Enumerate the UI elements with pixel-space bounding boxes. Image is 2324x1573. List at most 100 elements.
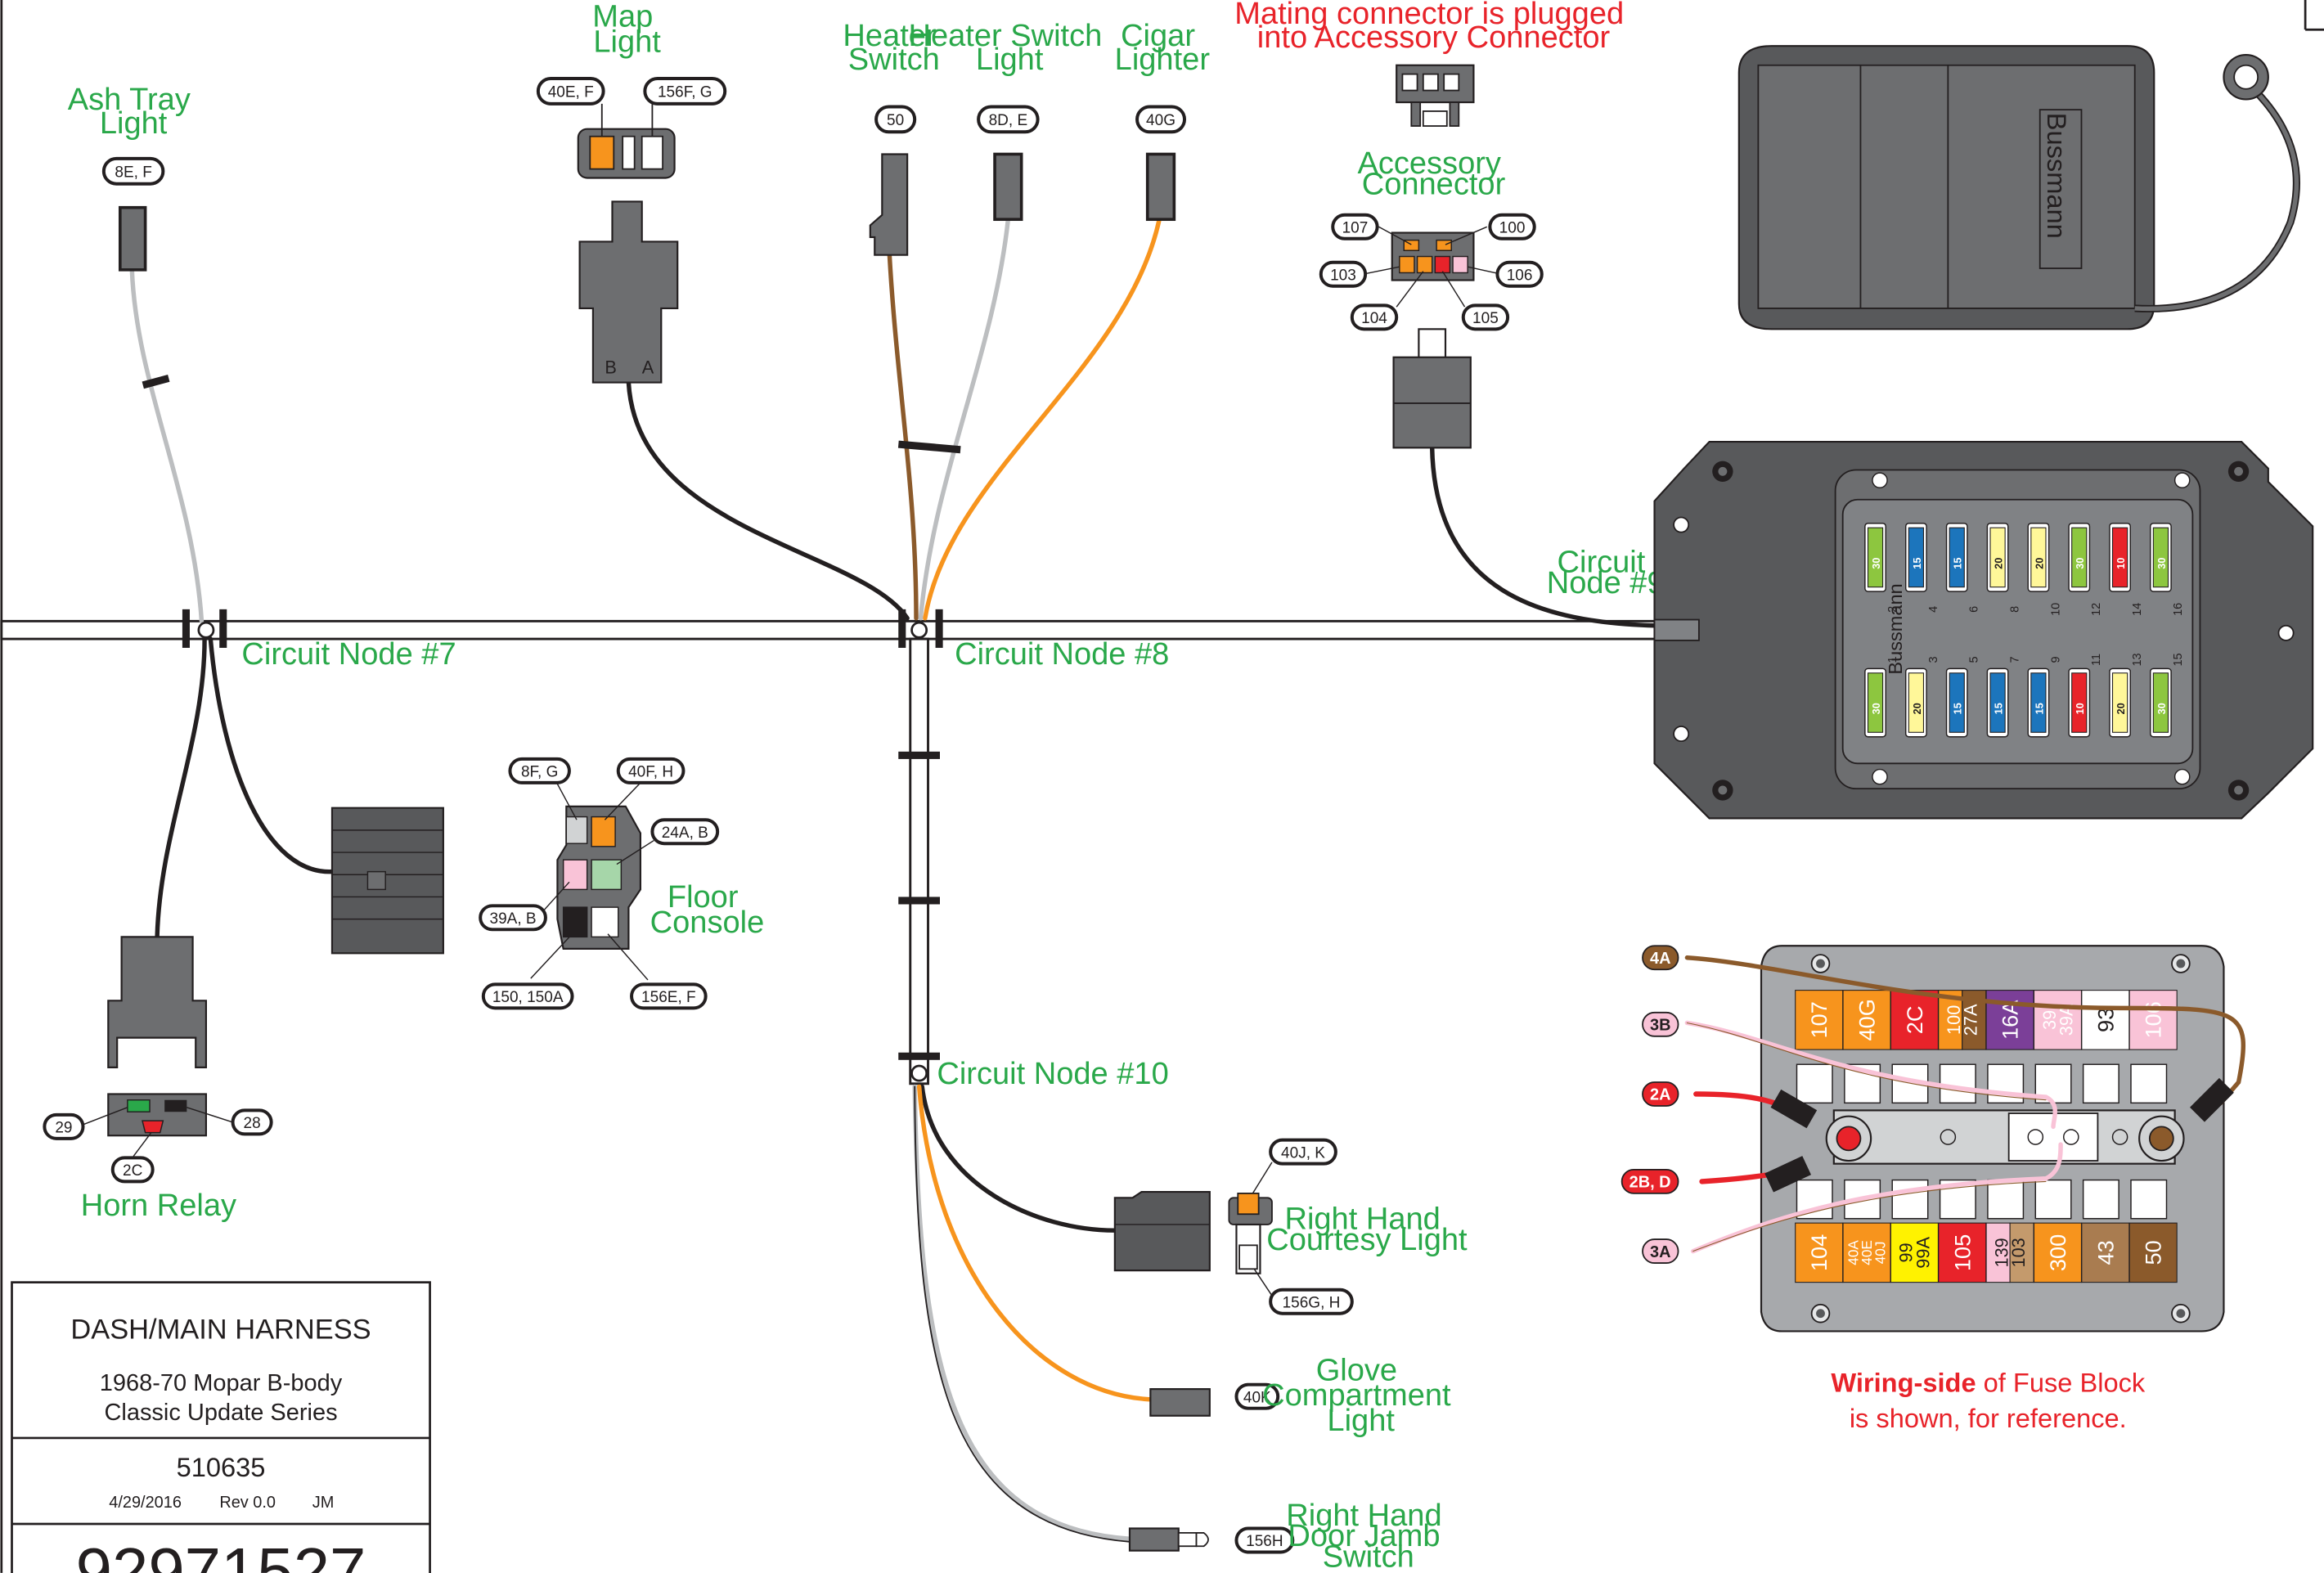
wiring-side-rest: of Fuse Block xyxy=(1976,1368,2146,1398)
heater-switch-light-tag: 8D, E xyxy=(977,105,1040,134)
heater-tie xyxy=(897,440,961,454)
fuse-amps: 30 xyxy=(2075,558,2086,569)
ash-tray-label: Ash Tray Light xyxy=(68,83,200,141)
cell-label: 43 xyxy=(2092,1240,2118,1265)
heater-switch-connector xyxy=(869,153,909,256)
fuse-amps: 10 xyxy=(2115,558,2127,569)
bottom-cell-1: 104 xyxy=(1795,1222,1844,1283)
top-fuse-3: 156 xyxy=(1945,523,1981,613)
glove-connector xyxy=(1149,1388,1211,1417)
console-tag-8fg: 8F, G xyxy=(508,757,571,784)
svg-text:40E, F: 40E, F xyxy=(548,84,594,101)
terminal-slot xyxy=(1796,1063,1833,1104)
mating-connector xyxy=(1396,64,1475,127)
glove-tag-40k: 40K xyxy=(1234,1382,1280,1410)
cigar-lighter-tag: 40G xyxy=(1135,105,1187,134)
cell-label: 93 xyxy=(2092,1008,2118,1032)
svg-text:106: 106 xyxy=(1507,267,1533,285)
branch-ties xyxy=(898,751,940,1060)
bottom-cell-7: 43 xyxy=(2081,1222,2130,1283)
top-cell-1: 107 xyxy=(1795,990,1844,1050)
svg-text:3B: 3B xyxy=(1650,1017,1670,1035)
svg-text:28: 28 xyxy=(244,1115,261,1132)
fuse-amps: 20 xyxy=(1912,703,1923,714)
fuse-amps: 30 xyxy=(1871,703,1882,714)
bottom-fuse-4: 157 xyxy=(1986,656,2021,738)
fuse-amps: 15 xyxy=(1912,558,1923,569)
bottom-cell-8: 50 xyxy=(2128,1222,2178,1283)
panel-brand: Bussmann xyxy=(1885,583,1906,674)
horn-relay-label: Horn Relay xyxy=(81,1189,236,1223)
svg-text:4A: 4A xyxy=(1650,950,1670,968)
fuse-position: 14 xyxy=(2131,603,2144,616)
cell-label: 99A xyxy=(1913,1237,1933,1269)
cell-label: 100 xyxy=(1944,1005,1964,1035)
ring-terminals xyxy=(1764,1077,2234,1193)
door-jamb-wire xyxy=(912,1084,1132,1541)
circuit-node-10-marker xyxy=(910,1064,928,1082)
svg-text:2B, D: 2B, D xyxy=(1629,1174,1671,1192)
fuse-position: 11 xyxy=(2090,654,2103,666)
heater-switch-wire xyxy=(887,252,919,621)
top-cell-3: 2C xyxy=(1890,990,1939,1050)
svg-text:8F, G: 8F, G xyxy=(521,764,558,781)
fuse-amps: 15 xyxy=(1953,558,1964,569)
fuse-amps: 20 xyxy=(2115,703,2127,714)
map-left-tag: 40E, F xyxy=(536,77,605,106)
fuse-position: 10 xyxy=(2049,603,2062,616)
bottom-fuse-5: 159 xyxy=(2027,656,2062,738)
cell-label: 27A xyxy=(1961,1004,1981,1036)
fuse-cover: Bussmann xyxy=(1737,45,2300,330)
wiring-side-caption-line2: is shown, for reference. xyxy=(1850,1403,2127,1433)
acc-tag-104: 104 xyxy=(1350,303,1399,331)
svg-text:50: 50 xyxy=(887,112,904,129)
cell-label: 107 xyxy=(1806,1001,1832,1038)
svg-text:40K: 40K xyxy=(1243,1389,1271,1406)
relay-tag-2c: 2C xyxy=(110,1156,155,1184)
svg-text:40G: 40G xyxy=(1146,112,1175,129)
console-tag-150: 150, 150A xyxy=(481,982,574,1010)
floor-console-connector xyxy=(530,780,654,981)
fuse-position: 2 xyxy=(1886,606,1899,613)
svg-text:3A: 3A xyxy=(1650,1243,1670,1261)
svg-text:8E, F: 8E, F xyxy=(115,164,151,182)
feed-tag-1: 4A xyxy=(1642,945,1679,971)
svg-text:2C: 2C xyxy=(123,1162,143,1180)
ash-tray-tag: 8E, F xyxy=(101,156,165,186)
circuit-node-10-label: Circuit Node #10 xyxy=(937,1057,1168,1091)
ash-tie xyxy=(142,375,170,389)
svg-text:156F, G: 156F, G xyxy=(658,84,712,101)
wiring-side-bold: Wiring-side xyxy=(1831,1368,1976,1398)
title-block-subtitle-2: Classic Update Series xyxy=(104,1400,337,1426)
accessory-plug-body xyxy=(1392,328,1472,449)
fuse-amps: 20 xyxy=(1994,558,2005,569)
top-fuse-1: 302 xyxy=(1864,523,1899,613)
courtesy-light-label: Right Hand Courtesy Light xyxy=(1266,1202,1468,1256)
cell-label: 2C xyxy=(1902,1005,1927,1034)
fuse-position: 9 xyxy=(2049,656,2062,663)
fuse-position: 1 xyxy=(1886,656,1899,663)
circuit-node-8-marker xyxy=(898,609,943,648)
feed-tag-2: 3B xyxy=(1642,1011,1679,1037)
title-block-subtitle-1: 1968-70 Mopar B-body xyxy=(100,1370,343,1396)
accessory-connector-label: Accessory Connector xyxy=(1357,146,1509,201)
top-fuse-7: 10 14 xyxy=(2109,523,2144,616)
console-tag-24ab: 24A, B xyxy=(650,818,720,846)
svg-text:39A, B: 39A, B xyxy=(490,910,537,928)
acc-tag-107: 107 xyxy=(1331,213,1379,240)
cigar-lighter-label: Cigar Lighter xyxy=(1115,19,1211,77)
cell-label: 40G xyxy=(1854,999,1880,1040)
heater-switch-light-label: Heater Switch Light xyxy=(908,19,1110,77)
ash-tray-connector xyxy=(118,205,147,272)
fuse-position: 5 xyxy=(1968,656,1981,663)
circuit-node-9-line2: Node #9 xyxy=(1547,566,1665,600)
door-tag-156h: 156H xyxy=(1234,1526,1295,1554)
cell-label: 40E xyxy=(1859,1240,1875,1265)
terminal-slot xyxy=(2082,1179,2119,1220)
title-block-part-number: 510635 xyxy=(177,1452,266,1482)
